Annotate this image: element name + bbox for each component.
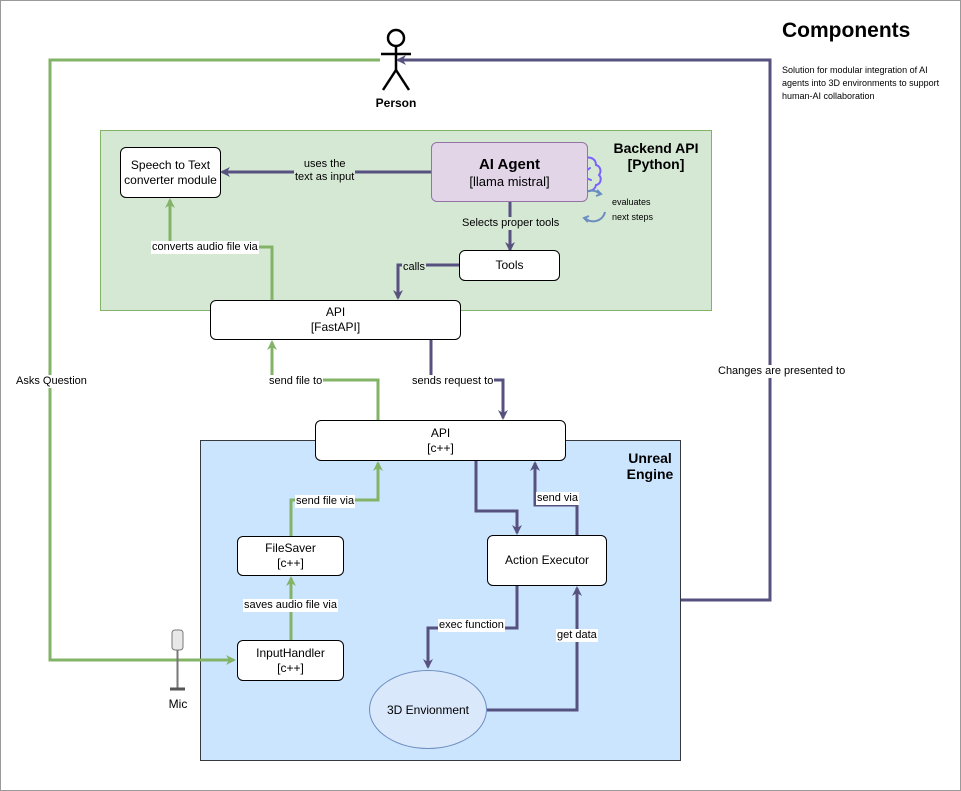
label-calls: calls <box>402 261 427 274</box>
label-exec-function: exec function <box>438 619 505 632</box>
backend-api-title: Backend API [Python] <box>613 140 699 172</box>
label-selects-tools: Selects proper tools <box>461 217 561 230</box>
label-changes-presented: Changes are presented to <box>717 365 847 378</box>
inputhandler-node[interactable]: InputHandler [c++] <box>237 640 344 681</box>
edge-cppapi-to-fastapi <box>267 340 380 420</box>
speech-to-text-module[interactable]: Speech to Text converter module <box>120 147 221 198</box>
tools-node[interactable]: Tools <box>459 250 560 281</box>
evaluates-label: evaluates next steps <box>612 197 654 222</box>
action-executor-node[interactable]: Action Executor <box>487 535 607 586</box>
label-uses-text: uses the text as input <box>294 158 356 184</box>
label-saves-audio: saves audio file via <box>243 599 338 612</box>
label-send-file-to: send file to <box>268 375 324 388</box>
edge-tools-to-api <box>393 263 459 300</box>
page-description: Solution for modular integration of AI a… <box>782 65 940 101</box>
label-sends-request: sends request to <box>411 375 495 388</box>
backend-api-region <box>100 130 712 311</box>
filesaver-node[interactable]: FileSaver [c++] <box>237 536 344 576</box>
person-icon <box>381 28 411 91</box>
edge-person-to-inputhandler <box>48 58 380 665</box>
fastapi-node[interactable]: API [FastAPI] <box>210 300 461 340</box>
label-send-file-via: send file via <box>295 495 356 508</box>
label-asks-question: Asks Question <box>15 375 88 388</box>
page-title: Components <box>782 19 911 42</box>
cpp-api-node[interactable]: API [c++] <box>315 420 566 461</box>
label-converts-audio: converts audio file via <box>151 241 259 254</box>
label-send-via: send via <box>536 492 579 505</box>
3d-environment-node[interactable]: 3D Envionment <box>369 670 487 749</box>
ai-agent-node[interactable]: AI Agent [llama mistral] <box>431 142 588 202</box>
unreal-engine-title: Unreal Engine <box>626 450 674 482</box>
ai-agent-title: AI Agent <box>478 155 541 173</box>
person-label: Person <box>375 96 417 110</box>
edge-cppapi-to-executor <box>474 461 522 535</box>
edge-executor-to-cppapi <box>530 461 579 537</box>
edge-environment-to-executor <box>487 586 582 712</box>
mic-label: Mic <box>168 697 188 711</box>
edge-executor-to-person <box>396 55 772 602</box>
ai-agent-subtitle: [llama mistral] <box>469 173 550 189</box>
label-get-data: get data <box>556 629 598 642</box>
mic-icon <box>170 629 185 691</box>
